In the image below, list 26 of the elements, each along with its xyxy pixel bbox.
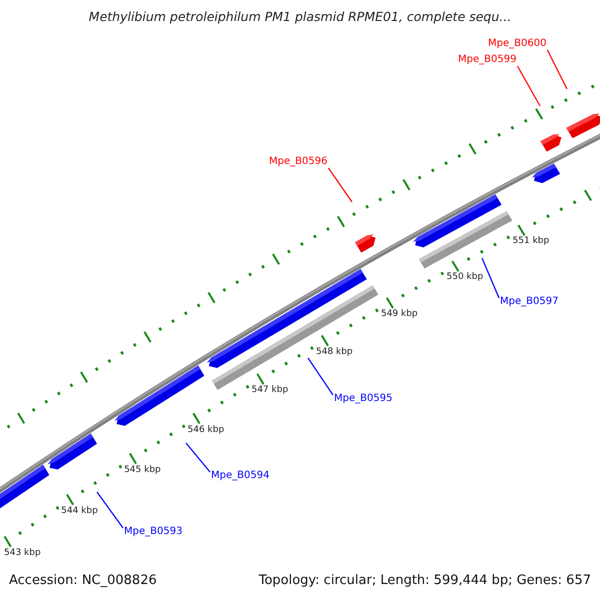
scale-label: 546 kbp xyxy=(188,424,224,436)
accession-text: Accession: NC_008826 xyxy=(9,573,157,589)
scale-label: 551 kbp xyxy=(512,236,550,248)
leader-line xyxy=(481,258,500,298)
leader-line xyxy=(186,442,210,472)
gene-label: Mpe_B0594 xyxy=(211,470,270,482)
gene-label: Mpe_B0593 xyxy=(124,526,182,538)
gene-label: Mpe_B0599 xyxy=(458,54,516,66)
scale-label: 544 kbp xyxy=(61,506,98,517)
leader-line xyxy=(96,492,124,528)
gene-label: Mpe_B0596 xyxy=(269,156,328,168)
scale-label: 548 kbp xyxy=(316,346,353,358)
leader-line xyxy=(328,168,352,202)
scale-label: 550 kbp xyxy=(446,272,484,284)
gene-label: Mpe_B0595 xyxy=(334,393,392,405)
gene-label: Mpe_B0597 xyxy=(500,296,558,308)
scale-label: 547 kbp xyxy=(251,385,288,396)
leader-line xyxy=(516,66,541,106)
leader-line xyxy=(546,50,568,90)
topology-text: Topology: circular; Length: 599,444 bp; Genes: 657 xyxy=(258,573,591,589)
map-title: Methylibium petroleiphilum PM1 plasmid RPME01, complete sequ... xyxy=(88,9,512,24)
scale-label: 545 kbp xyxy=(124,464,161,476)
leader-line xyxy=(308,358,334,396)
gene-label: Mpe_B0600 xyxy=(488,38,546,50)
scale-label: 549 kbp xyxy=(380,309,418,320)
scale-label: 543 kbp xyxy=(4,548,41,559)
